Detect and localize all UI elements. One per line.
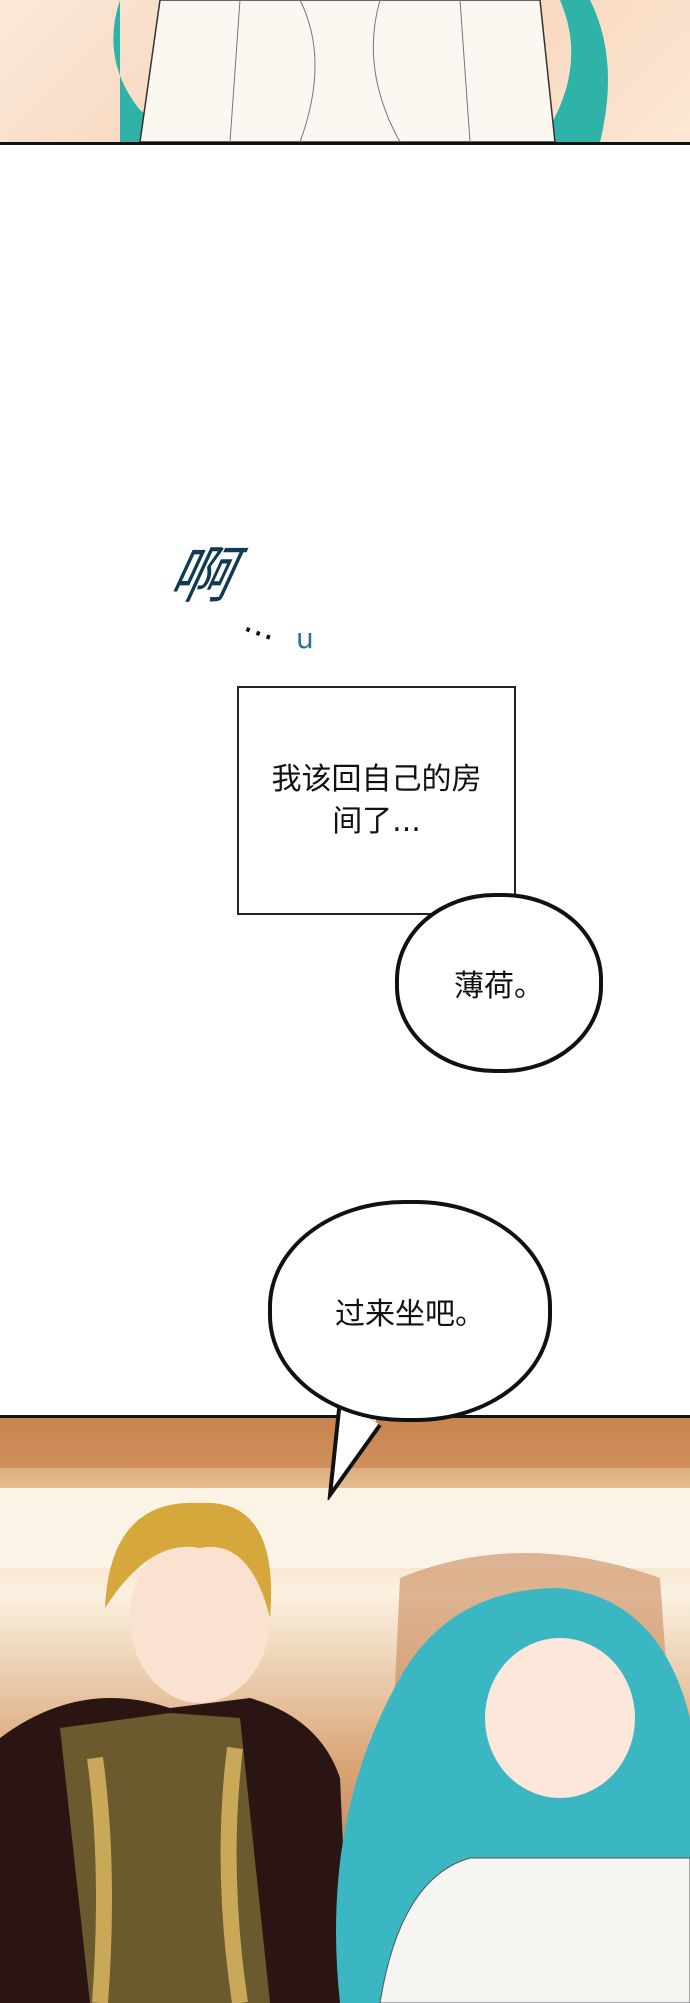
man-blond-hair bbox=[105, 1502, 272, 1618]
narration-box: 我该回自己的房间了... bbox=[237, 686, 516, 915]
woman-face bbox=[485, 1638, 635, 1798]
top-panel-illustration bbox=[0, 0, 690, 145]
balcony-railing bbox=[0, 1488, 690, 1568]
sweat-drop-icon: u bbox=[296, 622, 314, 655]
speech-text: 过来坐吧。 bbox=[335, 1297, 485, 1332]
man-face bbox=[130, 1533, 270, 1703]
woman-white-blouse bbox=[379, 1857, 690, 2003]
speech-bubble-mint: 薄荷。 bbox=[395, 893, 603, 1073]
characters-illustration bbox=[0, 1418, 690, 2003]
man-vest bbox=[60, 1713, 270, 2003]
sfx-dots: ... bbox=[239, 600, 284, 650]
dress-ruffles bbox=[229, 0, 471, 142]
speech-bubble-come-sit: 过来坐吧。 bbox=[268, 1200, 552, 1422]
speech-text: 薄荷。 bbox=[454, 969, 544, 1004]
gold-lace-trim bbox=[87, 1747, 248, 2003]
teal-hair-right bbox=[540, 0, 608, 142]
white-dress bbox=[139, 0, 556, 142]
narration-text: 我该回自己的房间了... bbox=[271, 761, 482, 839]
bottom-panel-illustration bbox=[0, 1415, 690, 2003]
teal-hair-left bbox=[113, 0, 180, 142]
sfx-ah: 啊 bbox=[163, 539, 235, 612]
character-illustration-top bbox=[113, 0, 608, 142]
